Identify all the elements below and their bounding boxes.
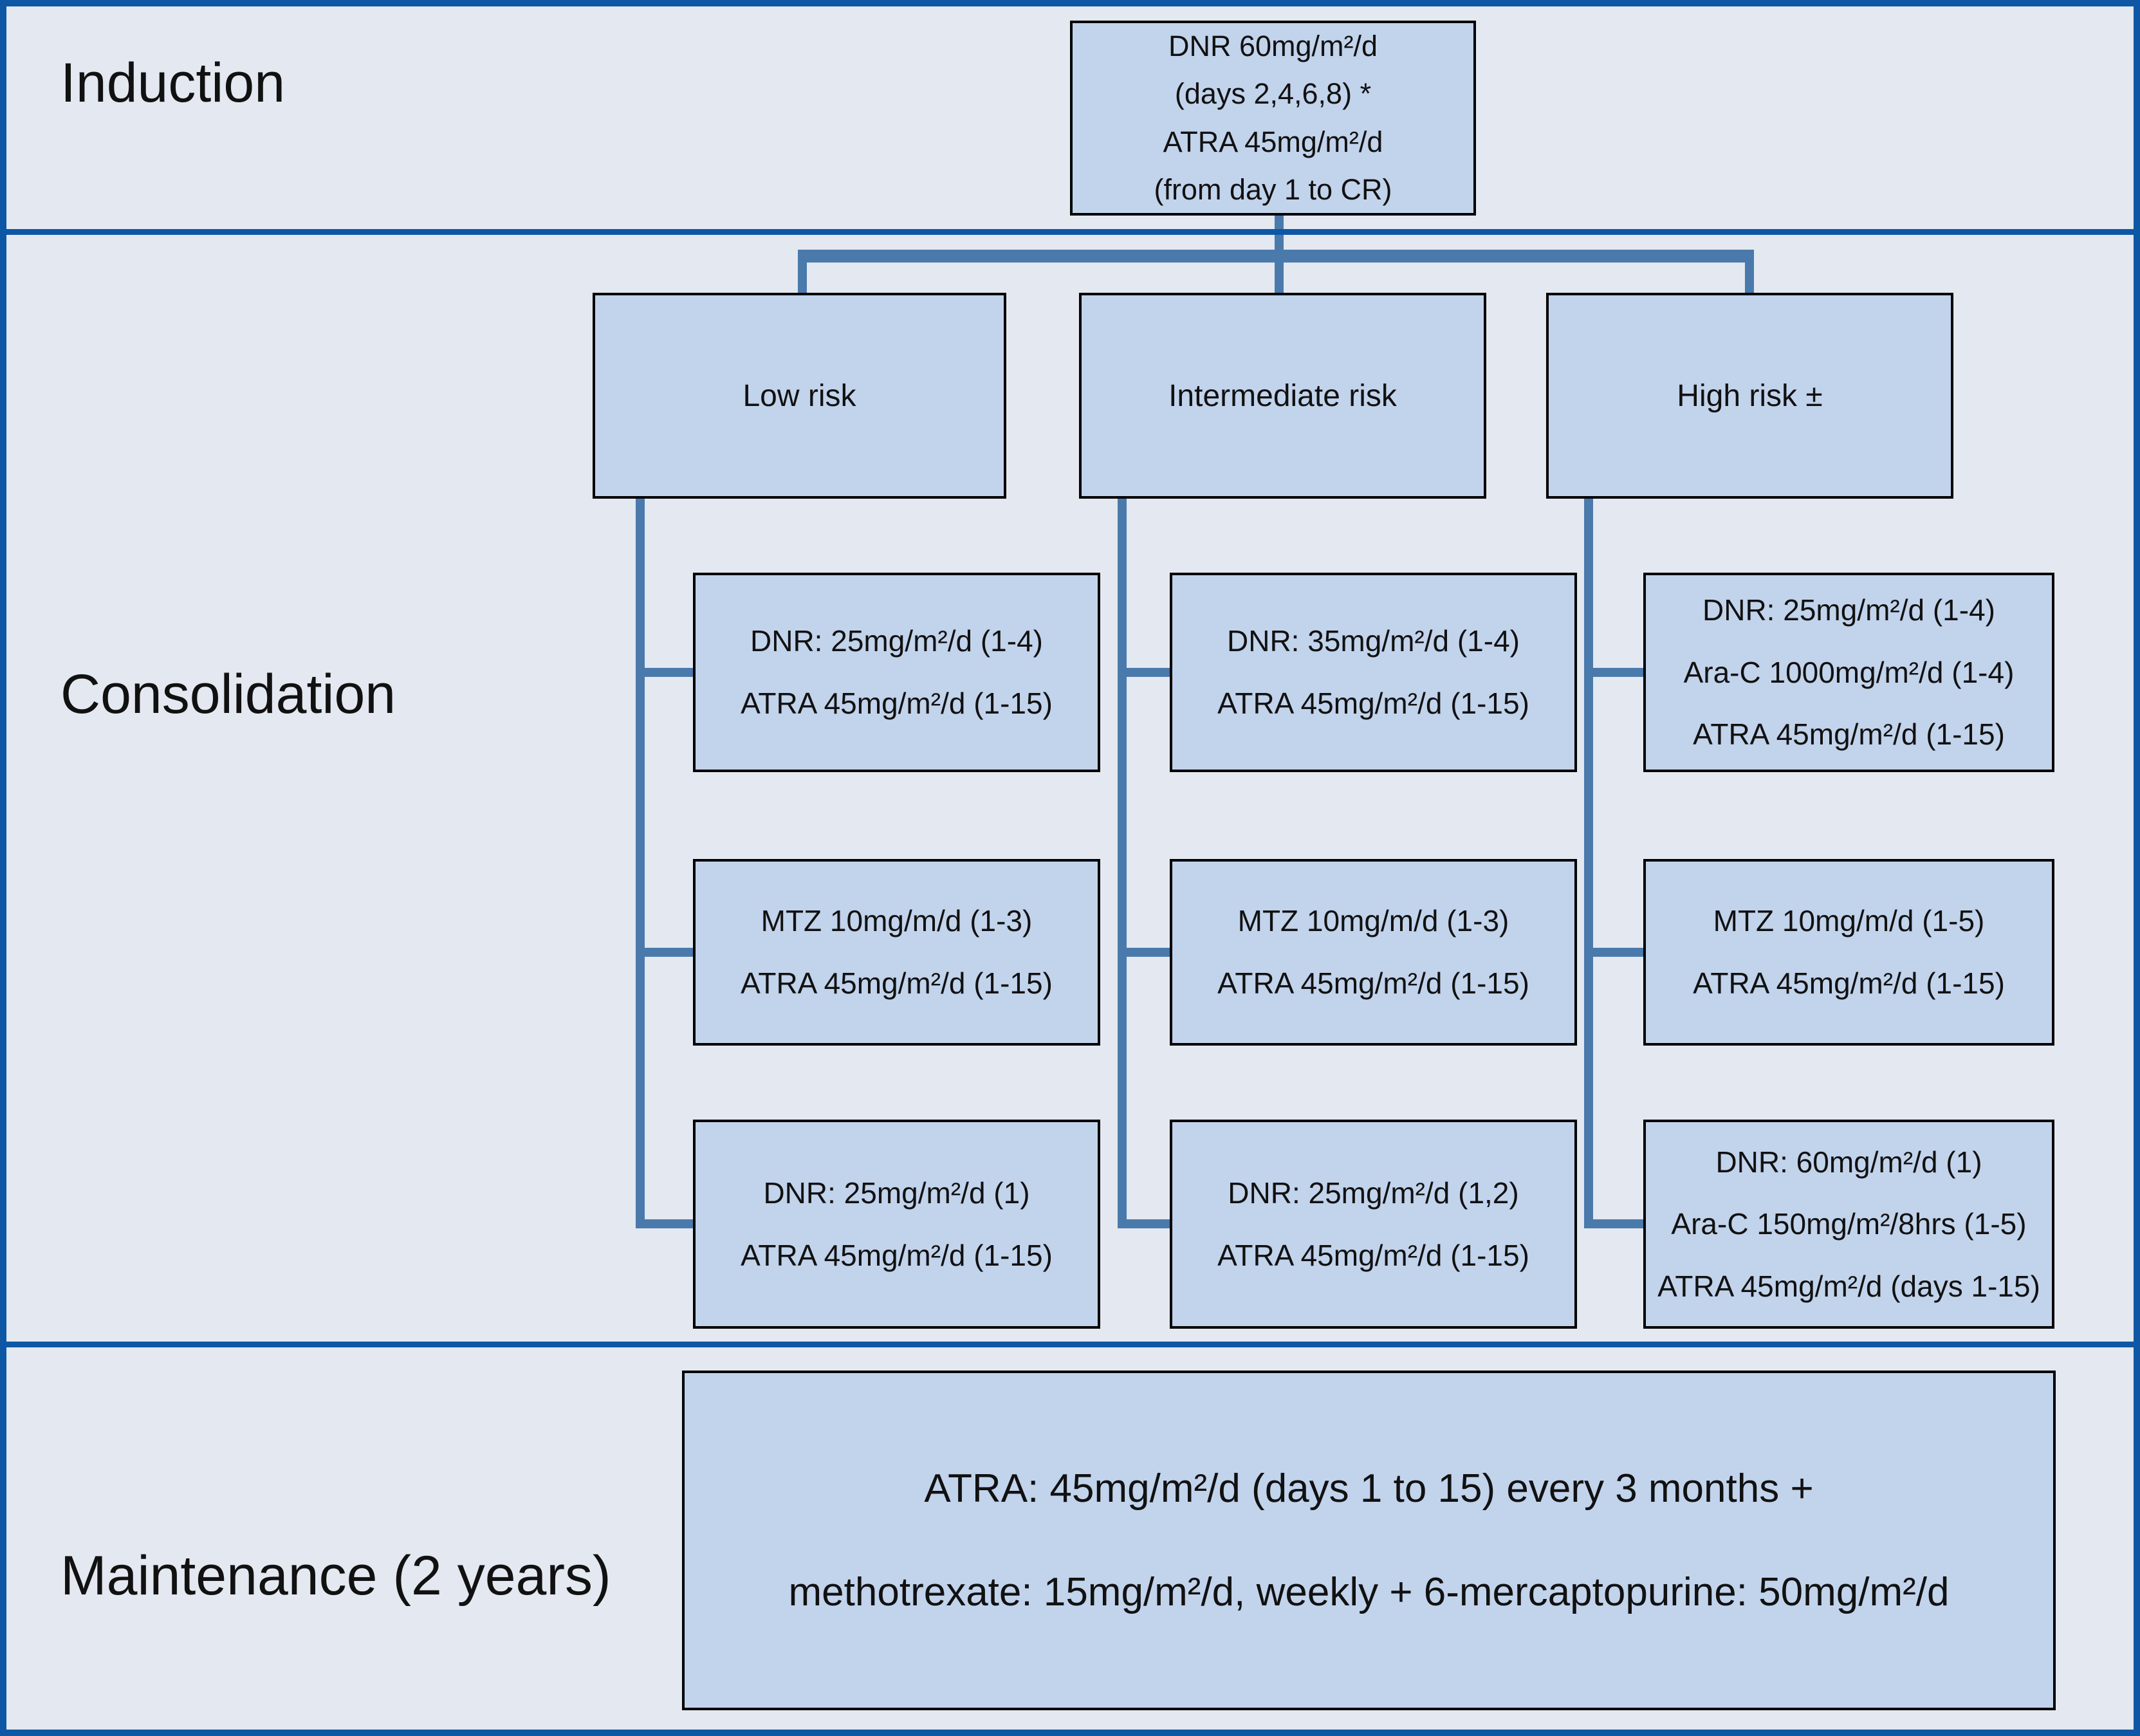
induction-line: ATRA 45mg/m²/d — [1163, 125, 1383, 158]
course-text-line: MTZ 10mg/m/d (1-3) — [761, 904, 1033, 938]
connector-stub-intermediate-2 — [1118, 948, 1170, 957]
connector-spine-intermediate — [1118, 499, 1127, 1228]
course-text-line: DNR: 25mg/m²/d (1-4) — [1702, 593, 1995, 627]
course-text-line: DNR: 60mg/m²/d (1) — [1715, 1145, 1982, 1179]
connector-drop-intermediate — [1275, 263, 1284, 293]
connector-horizontal-bar — [798, 250, 1754, 263]
course-text-line: ATRA 45mg/m²/d (1-15) — [1693, 717, 2005, 752]
course-box-high-3: DNR: 60mg/m²/d (1) Ara-C 150mg/m²/8hrs (… — [1643, 1120, 2054, 1329]
section-divider-bottom — [6, 1342, 2134, 1347]
connector-drop-high — [1745, 250, 1754, 293]
connector-stub-high-3 — [1584, 1219, 1643, 1228]
maintenance-protocol-box: ATRA: 45mg/m²/d (days 1 to 15) every 3 m… — [682, 1371, 2056, 1710]
course-text-line: MTZ 10mg/m/d (1-5) — [1713, 904, 1985, 938]
induction-line: (days 2,4,6,8) * — [1174, 77, 1372, 111]
induction-protocol-box: DNR 60mg/m²/d (days 2,4,6,8) * ATRA 45mg… — [1070, 21, 1476, 216]
connector-stub-intermediate-3 — [1118, 1219, 1170, 1228]
consolidation-section-label: Consolidation — [60, 663, 396, 725]
connector-stub-low-1 — [636, 668, 695, 677]
connector-stub-high-2 — [1584, 948, 1643, 957]
maintenance-line: ATRA: 45mg/m²/d (days 1 to 15) every 3 m… — [924, 1466, 1814, 1511]
course-text-line: DNR: 35mg/m²/d (1-4) — [1227, 624, 1520, 658]
risk-label: High risk ± — [1677, 378, 1823, 413]
connector-spine-low — [636, 499, 645, 1228]
course-text-line: ATRA 45mg/m²/d (1-15) — [741, 687, 1053, 720]
course-text-line: ATRA 45mg/m²/d (1-15) — [1693, 966, 2005, 1000]
course-box-intermediate-1: DNR: 35mg/m²/d (1-4) ATRA 45mg/m²/d (1-1… — [1170, 573, 1577, 772]
course-text-line: ATRA 45mg/m²/d (1-15) — [741, 1238, 1053, 1272]
course-text-line: Ara-C 1000mg/m²/d (1-4) — [1683, 655, 2015, 689]
risk-box-intermediate: Intermediate risk — [1079, 293, 1486, 499]
risk-label: Intermediate risk — [1168, 378, 1397, 413]
course-text-line: DNR: 25mg/m²/d (1,2) — [1228, 1176, 1519, 1210]
connector-stub-low-2 — [636, 948, 695, 957]
risk-box-high: High risk ± — [1546, 293, 1953, 499]
course-text-line: ATRA 45mg/m²/d (1-15) — [1217, 966, 1529, 1000]
course-box-low-2: MTZ 10mg/m/d (1-3) ATRA 45mg/m²/d (1-15) — [693, 859, 1100, 1046]
course-text-line: DNR: 25mg/m²/d (1) — [763, 1176, 1030, 1210]
course-text-line: MTZ 10mg/m/d (1-3) — [1237, 904, 1509, 938]
connector-stub-intermediate-1 — [1118, 668, 1170, 677]
connector-spine-high — [1584, 499, 1593, 1228]
course-text-line: ATRA 45mg/m²/d (1-15) — [1217, 1238, 1529, 1272]
induction-section-label: Induction — [60, 52, 286, 114]
course-box-high-1: DNR: 25mg/m²/d (1-4) Ara-C 1000mg/m²/d (… — [1643, 573, 2054, 772]
maintenance-line: methotrexate: 15mg/m²/d, weekly + 6-merc… — [788, 1570, 1950, 1614]
connector-stub-high-1 — [1584, 668, 1643, 677]
course-box-intermediate-2: MTZ 10mg/m/d (1-3) ATRA 45mg/m²/d (1-15) — [1170, 859, 1577, 1046]
induction-line: DNR 60mg/m²/d — [1168, 30, 1378, 62]
course-text-line: ATRA 45mg/m²/d (1-15) — [741, 966, 1053, 1000]
course-text-line: Ara-C 150mg/m²/8hrs (1-5) — [1671, 1207, 2027, 1241]
course-box-low-3: DNR: 25mg/m²/d (1) ATRA 45mg/m²/d (1-15) — [693, 1120, 1100, 1329]
induction-line: (from day 1 to CR) — [1154, 172, 1392, 206]
course-box-high-2: MTZ 10mg/m/d (1-5) ATRA 45mg/m²/d (1-15) — [1643, 859, 2054, 1046]
course-text-line: ATRA 45mg/m²/d (days 1-15) — [1657, 1269, 2040, 1303]
course-text-line: DNR: 25mg/m²/d (1-4) — [750, 624, 1043, 658]
maintenance-section-label: Maintenance (2 years) — [60, 1545, 611, 1607]
course-text-line: ATRA 45mg/m²/d (1-15) — [1217, 687, 1529, 720]
risk-box-low: Low risk — [593, 293, 1006, 499]
section-divider-top — [6, 229, 2134, 235]
course-box-low-1: DNR: 25mg/m²/d (1-4) ATRA 45mg/m²/d (1-1… — [693, 573, 1100, 772]
course-box-intermediate-3: DNR: 25mg/m²/d (1,2) ATRA 45mg/m²/d (1-1… — [1170, 1120, 1577, 1329]
connector-drop-low — [798, 250, 807, 293]
risk-label: Low risk — [743, 378, 856, 413]
connector-stub-low-3 — [636, 1219, 695, 1228]
